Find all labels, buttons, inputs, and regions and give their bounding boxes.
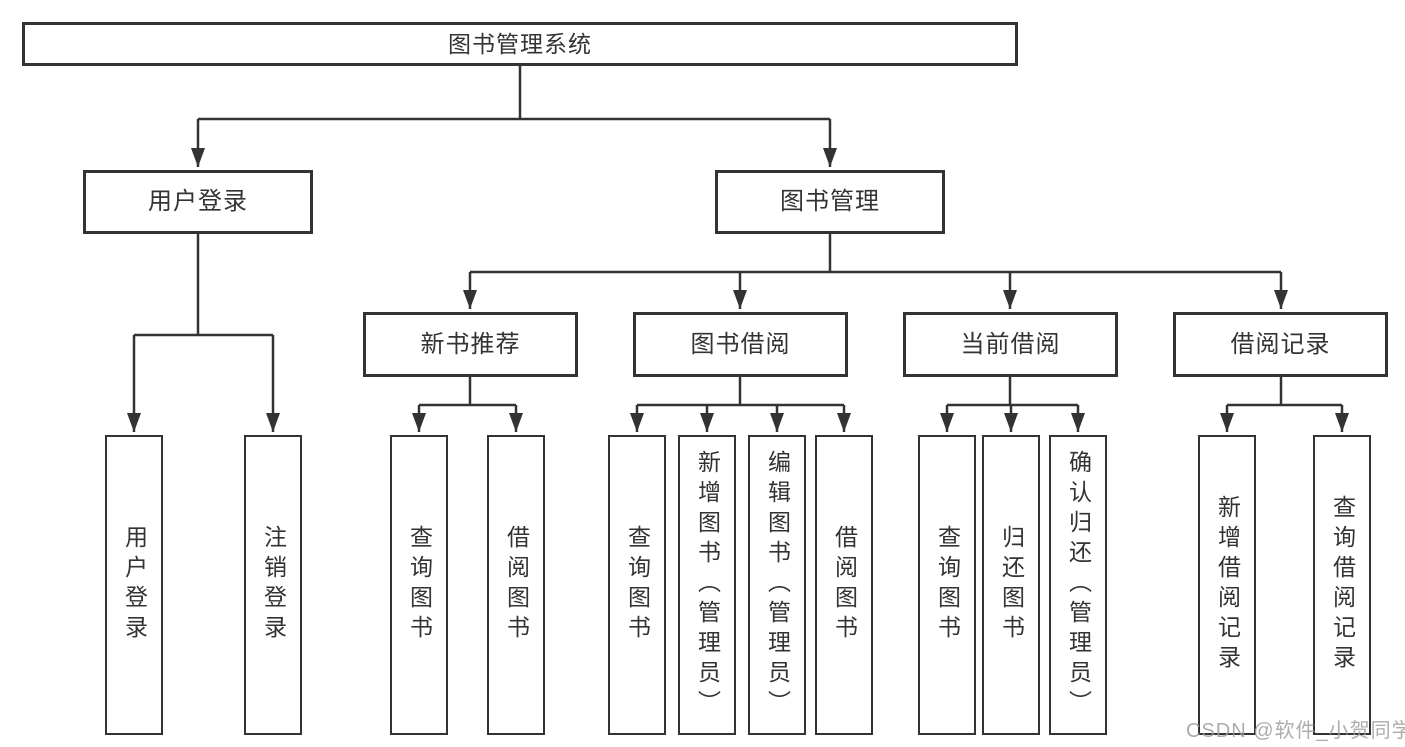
- leaf-bb-query-books: 查询图书: [608, 435, 666, 735]
- leaf-label: 编辑图书（管理员）: [764, 450, 791, 720]
- leaf-label: 归还图书: [998, 525, 1025, 645]
- node-new-book-recommend: 新书推荐: [363, 312, 578, 377]
- leaf-label: 新增借阅记录: [1214, 495, 1241, 675]
- leaf-label: 借阅图书: [831, 525, 858, 645]
- connector-user-login-bus: [134, 234, 273, 337]
- node-book-borrow: 图书借阅: [633, 312, 848, 377]
- connector-root-bus: [198, 64, 830, 121]
- leaf-label: 查询图书: [406, 525, 433, 645]
- leaf-bb-edit-books-admin: 编辑图书（管理员）: [748, 435, 806, 735]
- node-label: 图书借阅: [690, 330, 791, 358]
- leaf-label: 查询借阅记录: [1329, 495, 1356, 675]
- node-borrow-records: 借阅记录: [1173, 312, 1388, 377]
- node-label: 新书推荐: [420, 330, 521, 358]
- leaf-nbr-query-books: 查询图书: [390, 435, 448, 735]
- node-label: 用户登录: [148, 188, 248, 215]
- node-label: 图书管理系统: [448, 30, 592, 57]
- leaf-user-login: 用户登录: [105, 435, 163, 735]
- leaf-logout: 注销登录: [244, 435, 302, 735]
- node-user-login: 用户登录: [83, 170, 313, 234]
- connector-book-borrow-bus: [637, 377, 844, 407]
- leaf-br-query-borrow-record: 查询借阅记录: [1313, 435, 1371, 735]
- leaf-label: 用户登录: [121, 525, 148, 645]
- connector-new-book-bus: [419, 377, 516, 407]
- leaf-cb-return-books: 归还图书: [982, 435, 1040, 735]
- leaf-label: 查询图书: [624, 525, 651, 645]
- connector-book-management-bus: [470, 234, 1281, 274]
- leaf-label: 借阅图书: [503, 525, 530, 645]
- connector-current-borrow-bus: [947, 377, 1078, 407]
- leaf-label: 注销登录: [260, 525, 287, 645]
- leaf-cb-query-books: 查询图书: [918, 435, 976, 735]
- leaf-bb-add-books-admin: 新增图书（管理员）: [678, 435, 736, 735]
- leaf-nbr-borrow-books: 借阅图书: [487, 435, 545, 735]
- leaf-label: 查询图书: [934, 525, 961, 645]
- leaf-bb-borrow-books: 借阅图书: [815, 435, 873, 735]
- leaf-cb-confirm-return-admin: 确认归还（管理员）: [1049, 435, 1107, 735]
- node-label: 图书管理: [780, 188, 880, 215]
- connector-borrow-records-bus: [1227, 377, 1342, 407]
- node-current-borrow: 当前借阅: [903, 312, 1118, 377]
- leaf-label: 确认归还（管理员）: [1065, 450, 1092, 720]
- csdn-watermark: CSDN @软件_小贺同学: [1186, 720, 1405, 742]
- node-label: 当前借阅: [960, 330, 1061, 358]
- node-label: 借阅记录: [1230, 330, 1331, 358]
- leaf-br-add-borrow-record: 新增借阅记录: [1198, 435, 1256, 735]
- node-book-management: 图书管理: [715, 170, 945, 234]
- leaf-label: 新增图书（管理员）: [694, 450, 721, 720]
- node-root-library-system: 图书管理系统: [22, 22, 1018, 66]
